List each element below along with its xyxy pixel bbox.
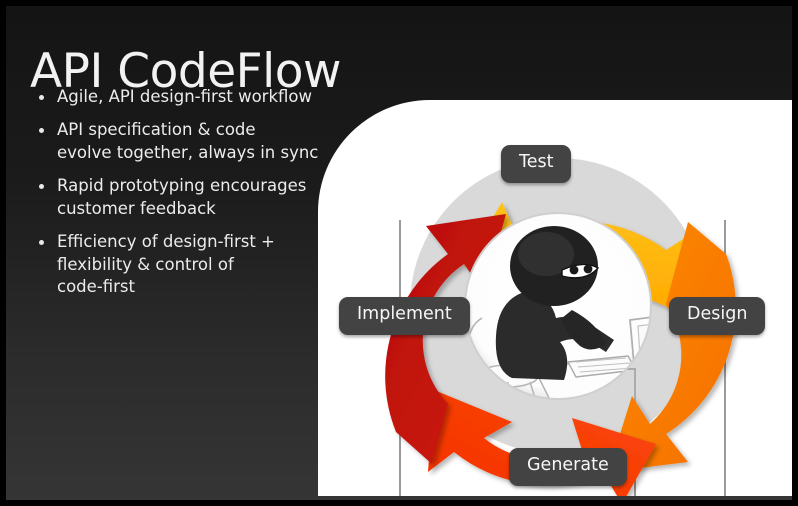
bullet-list: Agile, API design-first workflow API spe… [32,86,362,310]
cycle-label-test-text: Test [519,152,554,172]
cycle-label-design[interactable]: Design [669,297,766,335]
cycle-label-implement-text: Implement [357,304,452,324]
cycle-label-implement[interactable]: Implement [339,297,470,335]
cycle-label-test[interactable]: Test [501,145,572,183]
cycle-label-generate[interactable]: Generate [509,448,627,486]
list-item: Efficiency of design-first +flexibility … [32,231,362,298]
cycle-diagram [385,158,736,496]
cycle-arrow-design [608,222,736,472]
page-title: API CodeFlow [30,44,341,100]
diagram-panel: Test Design Generate Implement [318,100,792,496]
list-item: Agile, API design-first workflow [32,86,362,108]
cycle-label-design-text: Design [687,304,748,324]
cycle-label-generate-text: Generate [527,455,609,475]
